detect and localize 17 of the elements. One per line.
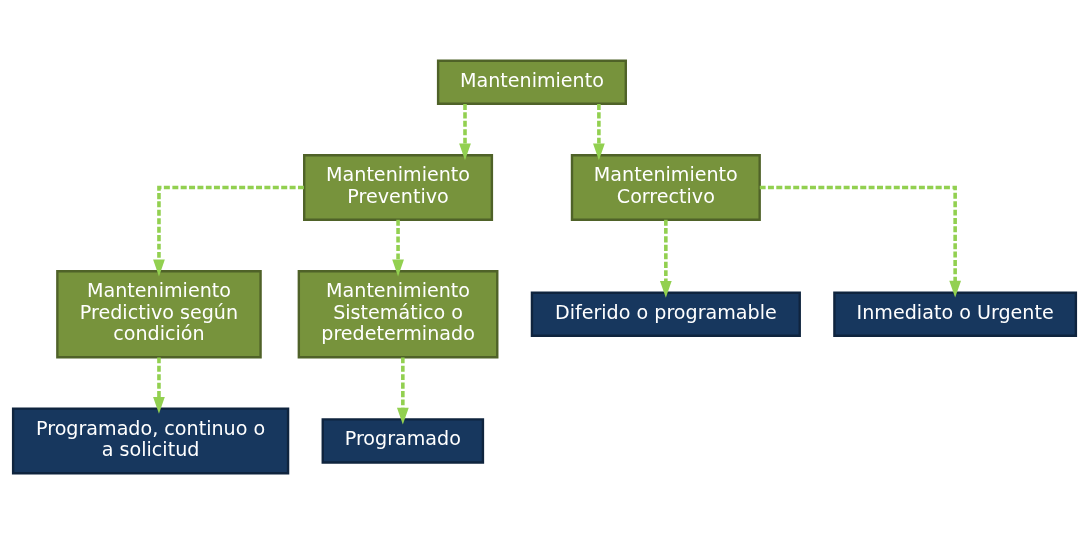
arrow [153, 185, 304, 277]
node-box: Mantenimiento Correctivo [570, 154, 761, 221]
node-box: Mantenimiento Preventivo [303, 154, 494, 221]
arrow [396, 357, 409, 425]
node-box: Mantenimiento Sistemático o predeterminado [297, 270, 499, 359]
arrow [593, 104, 605, 161]
arrow [392, 219, 404, 277]
arrow [153, 357, 165, 414]
arrow [459, 104, 471, 161]
node-box: Diferido o programable [530, 291, 801, 337]
node-box: Inmediato o Urgente [833, 291, 1078, 337]
node-box: Programado [321, 418, 485, 464]
arrow [759, 185, 962, 298]
node-box: Mantenimiento [436, 59, 627, 105]
node-box: Programado, continuo o a solicitud [11, 407, 290, 475]
arrow [659, 219, 672, 298]
node-box: Mantenimiento Predictivo según condición [56, 270, 262, 359]
